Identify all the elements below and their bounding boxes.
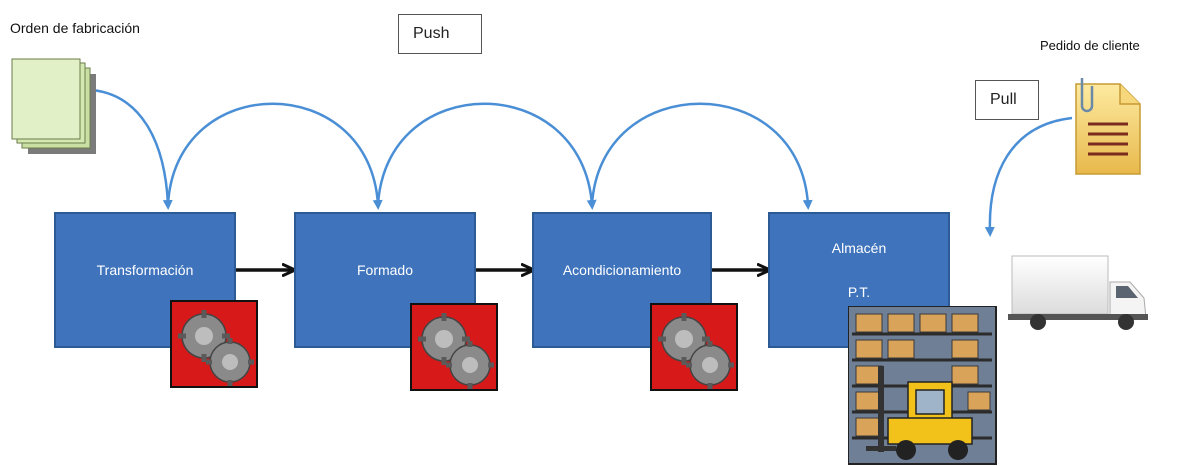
stage-label-line1: Almacén	[831, 240, 887, 256]
pull-label-box: Pull	[975, 80, 1039, 120]
stage-label: Acondicionamiento	[562, 262, 682, 278]
push-arc-2	[376, 102, 597, 210]
stage-label-line2: P.T.	[847, 284, 871, 300]
push-label-box: Push	[398, 14, 482, 54]
truck-icon	[1008, 255, 1148, 330]
clipboard-order-icon	[1075, 78, 1141, 175]
push-arc-3	[590, 102, 813, 210]
warehouse-forklift-icon	[848, 306, 997, 465]
stage-label: Transformación	[96, 262, 194, 278]
order-to-transformacion-arrow	[91, 88, 173, 210]
document-stack-icon	[11, 58, 96, 154]
push-label: Push	[413, 25, 450, 42]
gears-icon	[170, 300, 258, 388]
gears-icon	[650, 303, 738, 391]
stage-label: Formado	[356, 262, 414, 278]
pull-label: Pull	[990, 91, 1017, 108]
push-arc-1	[166, 102, 383, 210]
order-label: Orden de fabricación	[10, 20, 140, 36]
gears-icon	[410, 303, 498, 391]
customer-order-label: Pedido de cliente	[1040, 38, 1140, 53]
pull-arrow	[984, 116, 1073, 237]
